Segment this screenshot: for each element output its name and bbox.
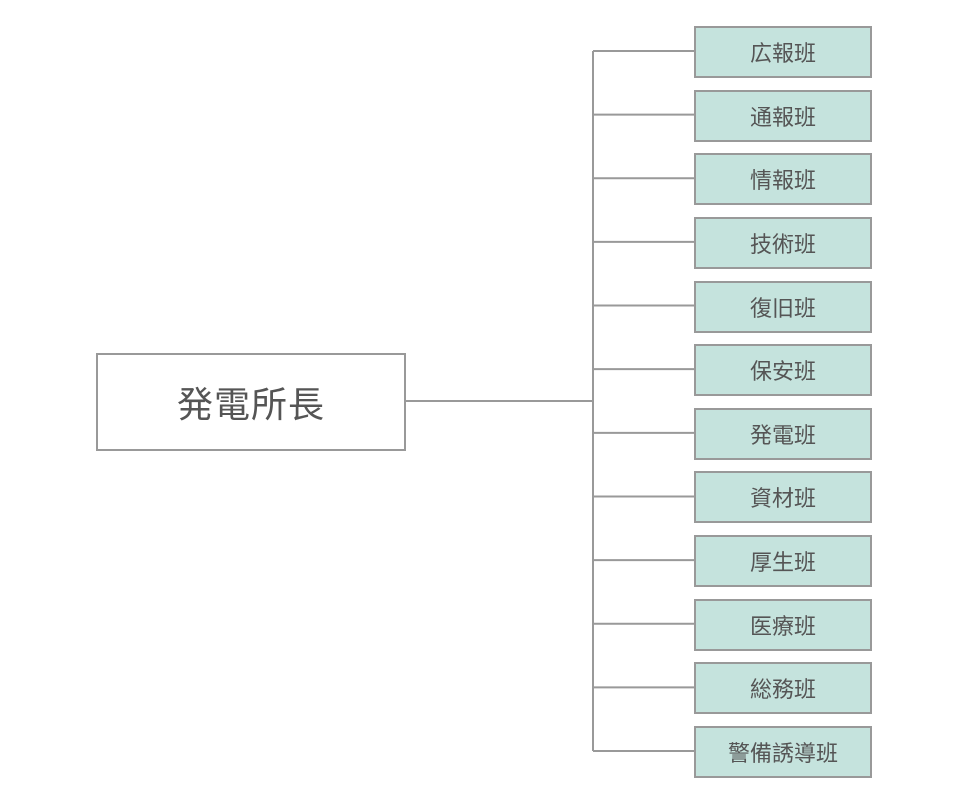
team-box-kousei: 厚生班 — [694, 535, 872, 587]
team-label: 厚生班 — [749, 551, 816, 576]
team-box-tsuuhou: 通報班 — [694, 89, 872, 142]
team-label: 情報班 — [749, 169, 816, 195]
team-box-iryou: 医療班 — [694, 598, 872, 651]
team-box-keibi-yuudou: 警備誘導班 — [694, 725, 872, 778]
team-box-jouhou: 情報班 — [694, 153, 872, 206]
team-label: 技術班 — [749, 232, 816, 258]
team-box-gijutsu: 技術班 — [694, 216, 872, 269]
team-label: 保安班 — [749, 360, 816, 386]
team-box-shizai: 資材班 — [694, 471, 872, 524]
team-label: 発電班 — [749, 423, 816, 449]
team-label: 通報班 — [749, 105, 816, 131]
power-plant-director-box: 発電所長 — [96, 353, 406, 451]
team-box-kouhou: 広報班 — [694, 26, 872, 78]
team-label: 広報班 — [749, 42, 816, 67]
team-box-fukkyuu: 復旧班 — [694, 280, 872, 333]
team-box-hoan: 保安班 — [694, 344, 872, 397]
team-label: 警備誘導班 — [727, 741, 838, 767]
team-label: 総務班 — [749, 678, 816, 704]
team-box-hatsuden: 発電班 — [694, 407, 872, 460]
team-box-soumu: 総務班 — [694, 662, 872, 715]
team-label: 医療班 — [749, 614, 816, 640]
root-label: 発電所長 — [176, 385, 325, 426]
team-label: 資材班 — [749, 487, 816, 513]
team-label: 復旧班 — [749, 296, 816, 322]
team-list: 広報班 通報班 情報班 技術班 復旧班 保安班 発電班 資材班 厚生班 医療班 … — [694, 26, 872, 778]
